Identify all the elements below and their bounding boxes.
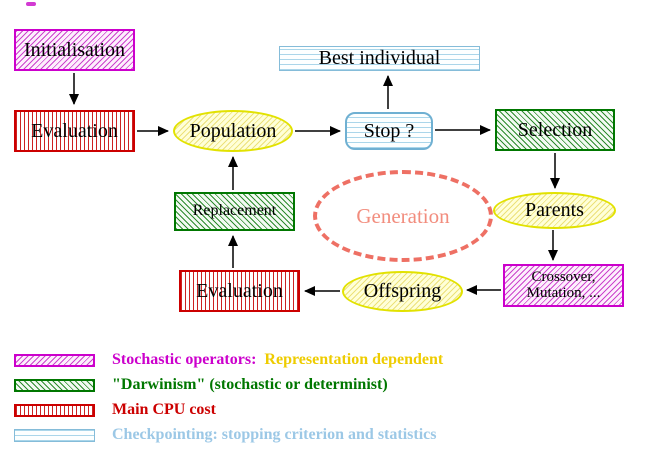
node-evaluation-top-label: Evaluation xyxy=(31,119,118,142)
node-selection[interactable]: Selection xyxy=(495,109,615,151)
node-replacement[interactable]: Replacement xyxy=(174,192,295,231)
legend-label-darwinism: "Darwinism" (stochastic or determinist) xyxy=(112,376,388,393)
node-crossover-line2: Mutation, ... xyxy=(526,284,601,301)
node-parents[interactable]: Parents xyxy=(493,192,616,229)
legend-row-darwinism: "Darwinism" (stochastic or determinist) xyxy=(14,376,388,393)
node-selection-label: Selection xyxy=(517,118,593,141)
legend-label-main-cpu-cost: Main CPU cost xyxy=(112,401,216,418)
legend-swatch-cyan-stripes xyxy=(14,428,95,442)
node-replacement-label: Replacement xyxy=(192,202,277,220)
node-offspring-label: Offspring xyxy=(363,280,442,302)
node-population-label: Population xyxy=(189,119,277,142)
legend-row-stochastic-operators: Stochastic operators: Representation dep… xyxy=(14,351,444,368)
node-best-individual[interactable]: Best individual xyxy=(279,46,480,71)
legend-row-checkpointing: Checkpointing: stopping criterion and st… xyxy=(14,426,437,443)
legend-row-main-cpu-cost: Main CPU cost xyxy=(14,401,216,418)
node-population[interactable]: Population xyxy=(173,110,293,152)
legend-label-stochastic-operators: Stochastic operators: xyxy=(112,351,257,368)
legend-label-checkpointing: Checkpointing: stopping criterion and st… xyxy=(112,426,437,443)
node-initialisation-label: Initialisation xyxy=(23,38,126,61)
node-stop-label: Stop ? xyxy=(363,119,415,142)
stray-magenta-mark xyxy=(26,2,36,6)
legend-label-representation-dependent: Representation dependent xyxy=(264,351,444,368)
node-offspring[interactable]: Offspring xyxy=(342,271,463,312)
generation-label: Generation xyxy=(356,203,450,228)
legend-swatch-green-hatch xyxy=(14,378,95,392)
node-crossover-mutation[interactable]: Crossover, Mutation, ... xyxy=(503,264,624,307)
legend-swatch-red-stripes xyxy=(14,403,95,417)
node-initialisation[interactable]: Initialisation xyxy=(14,29,135,71)
node-crossover-line1: Crossover, xyxy=(531,268,596,285)
legend-swatch-magenta-hatch xyxy=(14,353,95,367)
node-evaluation-bottom[interactable]: Evaluation xyxy=(179,270,300,312)
node-parents-label: Parents xyxy=(525,199,584,221)
node-best-individual-label: Best individual xyxy=(318,47,441,69)
node-evaluation-top[interactable]: Evaluation xyxy=(14,110,135,152)
generation-cycle-ellipse: Generation xyxy=(313,170,493,262)
node-evaluation-bottom-label: Evaluation xyxy=(196,279,283,302)
node-stop[interactable]: Stop ? xyxy=(345,112,433,150)
